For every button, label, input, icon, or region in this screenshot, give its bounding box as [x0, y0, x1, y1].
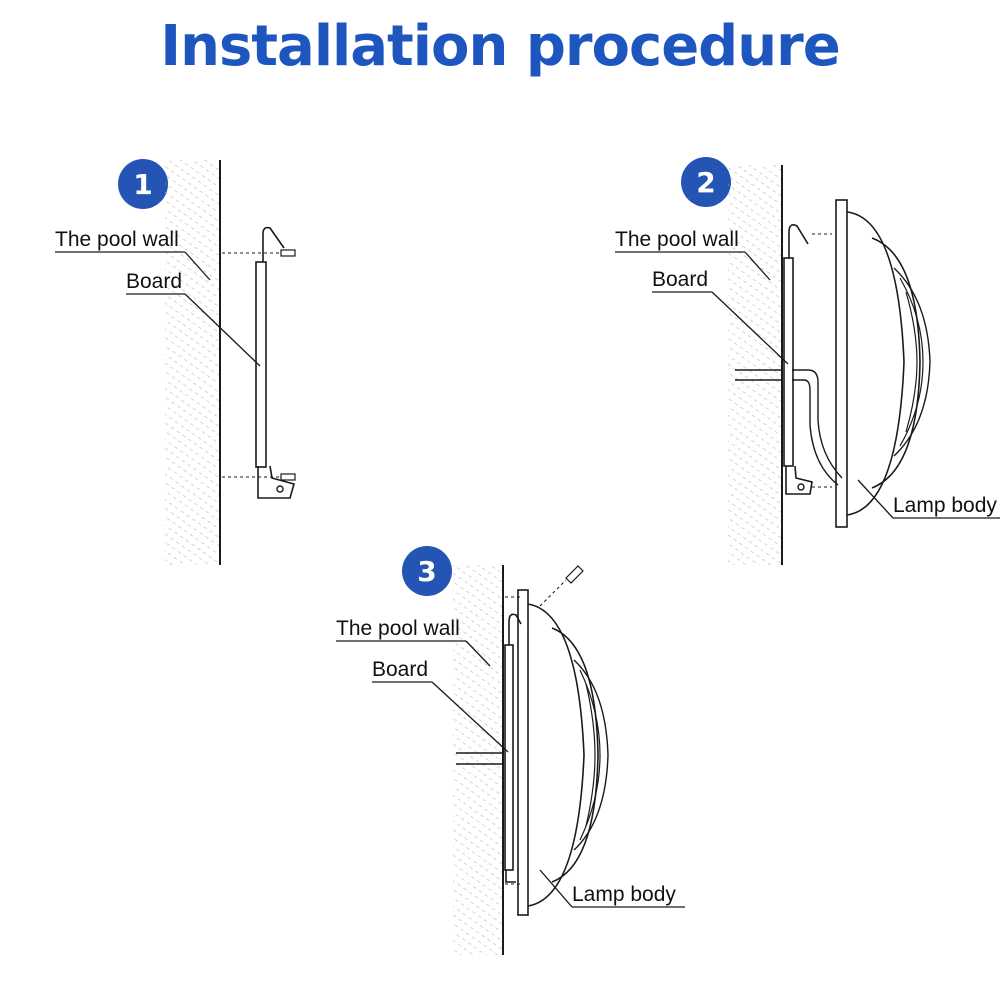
label-pool-wall-2: The pool wall — [615, 228, 771, 281]
svg-text:The pool wall: The pool wall — [55, 228, 179, 251]
label-board-1: Board — [126, 270, 261, 367]
label-pool-wall-3: The pool wall — [336, 617, 491, 667]
label-board-3: Board — [372, 658, 509, 753]
svg-text:Lamp body: Lamp body — [572, 883, 676, 906]
label-board-2: Board — [652, 268, 789, 365]
step-1-number: 1 — [133, 168, 152, 201]
board-3 — [504, 565, 584, 885]
svg-text:The pool wall: The pool wall — [615, 228, 739, 251]
pool-wall-2 — [728, 165, 783, 565]
step-3-badge: 3 — [402, 546, 452, 596]
cable-3 — [456, 752, 503, 765]
label-lamp-body-2: Lamp body — [857, 479, 1000, 519]
step-3-number: 3 — [417, 555, 436, 588]
page-title: Installation procedure — [160, 14, 840, 79]
step-3: 3 The pool wall — [336, 546, 685, 955]
pool-wall-1 — [165, 160, 221, 565]
step-1: 1 The pool wall Board — [55, 159, 296, 565]
label-pool-wall-1: The pool wall — [55, 228, 211, 281]
svg-text:The pool wall: The pool wall — [336, 617, 460, 640]
board-1 — [222, 226, 296, 499]
step-2-number: 2 — [696, 166, 715, 199]
pool-wall-3 — [453, 565, 504, 955]
svg-text:Board: Board — [126, 270, 182, 293]
step-2-badge: 2 — [681, 157, 731, 207]
step-1-badge: 1 — [118, 159, 168, 209]
lamp-body-3 — [517, 589, 609, 916]
label-lamp-body-3: Lamp body — [539, 869, 685, 908]
svg-text:Lamp body: Lamp body — [893, 494, 997, 517]
cable-2 — [735, 369, 843, 486]
board-2 — [783, 224, 832, 495]
lamp-body-2 — [835, 199, 931, 528]
svg-text:Board: Board — [652, 268, 708, 291]
svg-text:Board: Board — [372, 658, 428, 681]
step-2: 2 The pool wall — [615, 157, 1000, 565]
